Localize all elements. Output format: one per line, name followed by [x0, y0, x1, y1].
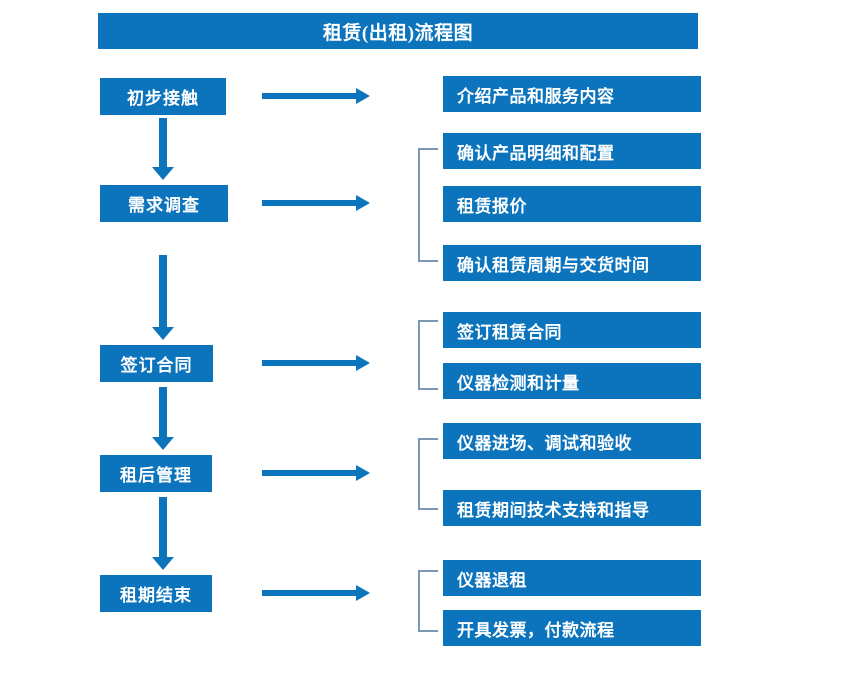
right-arrow-icon-2 [262, 195, 370, 211]
group-bracket-icon-3 [418, 320, 438, 390]
detail-box-8[interactable]: 租赁期间技术支持和指导 [443, 490, 701, 526]
right-arrow-icon-1 [262, 88, 370, 104]
detail-box-6[interactable]: 仪器检测和计量 [443, 363, 701, 399]
group-bracket-icon-4 [418, 438, 438, 510]
down-arrow-icon-4 [152, 497, 174, 570]
chart-title: 租赁(出租)流程图 [98, 13, 698, 49]
down-arrow-icon-3 [152, 387, 174, 450]
detail-box-5[interactable]: 签订租赁合同 [443, 312, 701, 348]
stage-box-5[interactable]: 租期结束 [100, 575, 212, 612]
group-bracket-icon-2 [418, 148, 438, 262]
right-arrow-icon-4 [262, 465, 370, 481]
stage-box-1[interactable]: 初步接触 [100, 78, 226, 115]
detail-box-4[interactable]: 确认租赁周期与交货时间 [443, 245, 701, 281]
right-arrow-icon-3 [262, 355, 370, 371]
stage-box-2[interactable]: 需求调查 [100, 185, 228, 222]
detail-box-3[interactable]: 租赁报价 [443, 186, 701, 222]
down-arrow-icon-2 [152, 255, 174, 340]
group-bracket-icon-5 [418, 570, 438, 632]
detail-box-1[interactable]: 介绍产品和服务内容 [443, 76, 701, 112]
detail-box-7[interactable]: 仪器进场、调试和验收 [443, 423, 701, 459]
stage-box-3[interactable]: 签订合同 [100, 345, 213, 382]
right-arrow-icon-5 [262, 585, 370, 601]
detail-box-10[interactable]: 开具发票，付款流程 [443, 610, 701, 646]
stage-box-4[interactable]: 租后管理 [100, 455, 212, 492]
detail-box-2[interactable]: 确认产品明细和配置 [443, 133, 701, 169]
detail-box-9[interactable]: 仪器退租 [443, 560, 701, 596]
down-arrow-icon-1 [152, 118, 174, 180]
